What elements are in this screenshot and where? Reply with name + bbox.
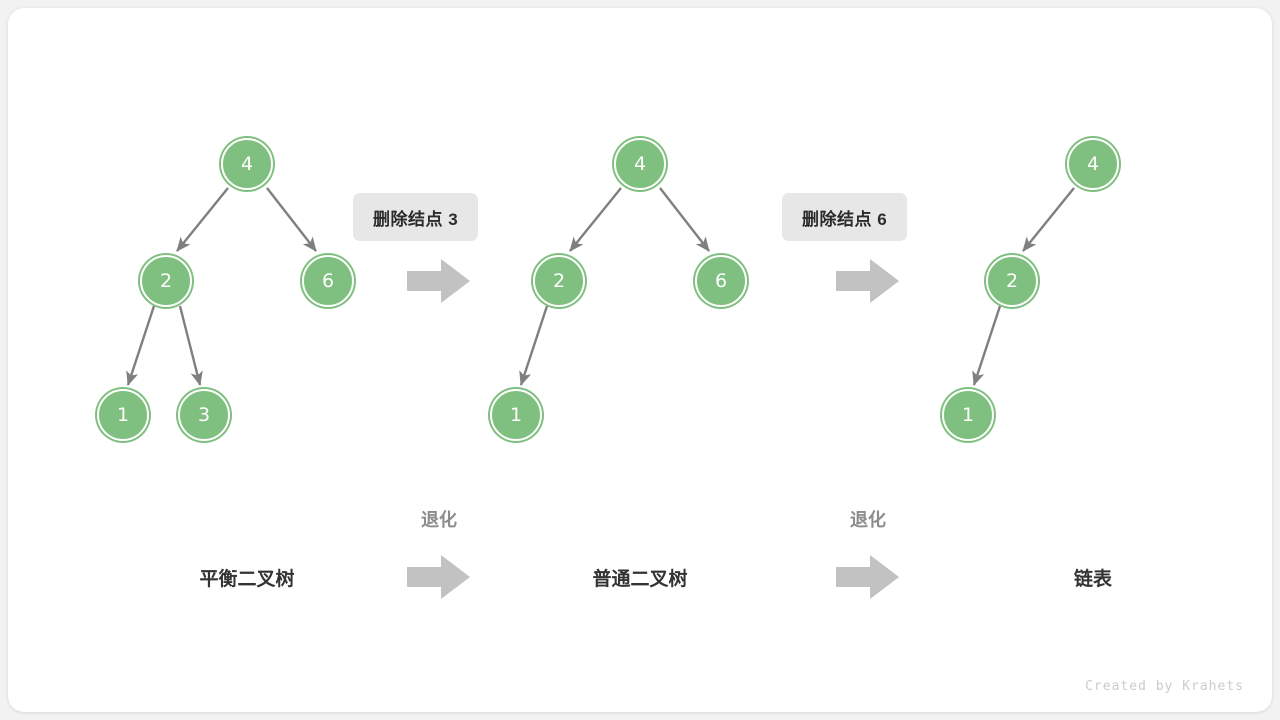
tree-node: 1 bbox=[942, 389, 994, 441]
degrade-arrow-icon bbox=[407, 555, 470, 599]
operation-label-delete-3: 删除结点 3 bbox=[353, 193, 479, 241]
caption-ordinary-binary-tree: 普通二叉树 bbox=[592, 569, 688, 590]
tree-node: 6 bbox=[695, 255, 747, 307]
degrade-arrow-icon bbox=[836, 555, 899, 599]
transition-arrow-icon bbox=[407, 259, 470, 303]
credit-text: Created by Krahets bbox=[1085, 679, 1244, 694]
caption-balanced-binary-tree: 平衡二叉树 bbox=[199, 569, 295, 590]
tree-node: 4 bbox=[1067, 138, 1119, 190]
tree-node: 2 bbox=[533, 255, 585, 307]
tree-node: 1 bbox=[97, 389, 149, 441]
tree-node: 4 bbox=[221, 138, 273, 190]
tree-node: 2 bbox=[140, 255, 192, 307]
operation-label-delete-6: 删除结点 6 bbox=[782, 193, 908, 241]
tree-node: 3 bbox=[178, 389, 230, 441]
transition-arrow-icon bbox=[836, 259, 899, 303]
figure-card bbox=[8, 8, 1272, 712]
degrade-label: 退化 bbox=[421, 510, 457, 530]
tree-node: 4 bbox=[614, 138, 666, 190]
tree-node: 1 bbox=[490, 389, 542, 441]
tree-node: 2 bbox=[986, 255, 1038, 307]
caption-linked-list: 链表 bbox=[1073, 569, 1112, 590]
tree-node: 6 bbox=[302, 255, 354, 307]
degrade-label: 退化 bbox=[850, 510, 886, 530]
